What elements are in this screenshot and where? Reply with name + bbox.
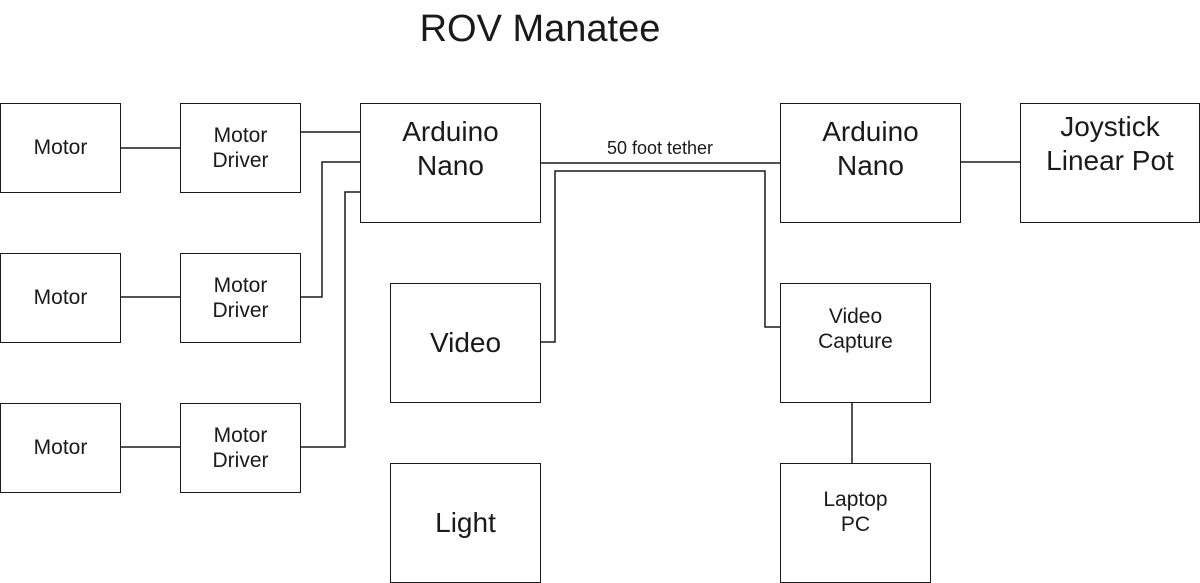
motor-box-1: Motor bbox=[0, 103, 121, 193]
arduino-nano-surface-box: Arduino Nano bbox=[780, 103, 961, 223]
motor-driver-label: Motor Driver bbox=[212, 273, 269, 322]
edge-driver-2-nano bbox=[300, 161, 360, 298]
arduino-nano-rov-box: Arduino Nano bbox=[360, 103, 541, 223]
laptop-pc-box: Laptop PC bbox=[780, 463, 931, 583]
edge-video-capture bbox=[540, 170, 780, 343]
motor-label: Motor bbox=[33, 136, 88, 160]
video-capture-box: Video Capture bbox=[780, 283, 931, 403]
video-label: Video bbox=[429, 327, 502, 359]
arduino-nano-label: Arduino Nano bbox=[402, 116, 499, 181]
video-box: Video bbox=[390, 283, 541, 403]
motor-driver-box-1: Motor Driver bbox=[180, 103, 301, 193]
motor-label: Motor bbox=[33, 436, 88, 460]
laptop-pc-label: Laptop PC bbox=[823, 487, 888, 536]
motor-driver-label: Motor Driver bbox=[212, 423, 269, 472]
light-label: Light bbox=[435, 507, 496, 539]
tether-label: 50 foot tether bbox=[606, 138, 714, 158]
edge-driver-3-nano bbox=[300, 191, 360, 448]
joystick-label: Joystick Linear Pot bbox=[1046, 111, 1174, 176]
light-box: Light bbox=[390, 463, 541, 583]
motor-box-3: Motor bbox=[0, 403, 121, 493]
motor-driver-box-3: Motor Driver bbox=[180, 403, 301, 493]
motor-driver-label: Motor Driver bbox=[212, 123, 269, 172]
arduino-nano-label: Arduino Nano bbox=[822, 116, 919, 181]
joystick-box: Joystick Linear Pot bbox=[1020, 103, 1200, 223]
diagram-title: ROV Manatee bbox=[419, 8, 661, 50]
video-capture-label: Video Capture bbox=[818, 304, 893, 353]
motor-label: Motor bbox=[33, 286, 88, 310]
motor-driver-box-2: Motor Driver bbox=[180, 253, 301, 343]
motor-box-2: Motor bbox=[0, 253, 121, 343]
